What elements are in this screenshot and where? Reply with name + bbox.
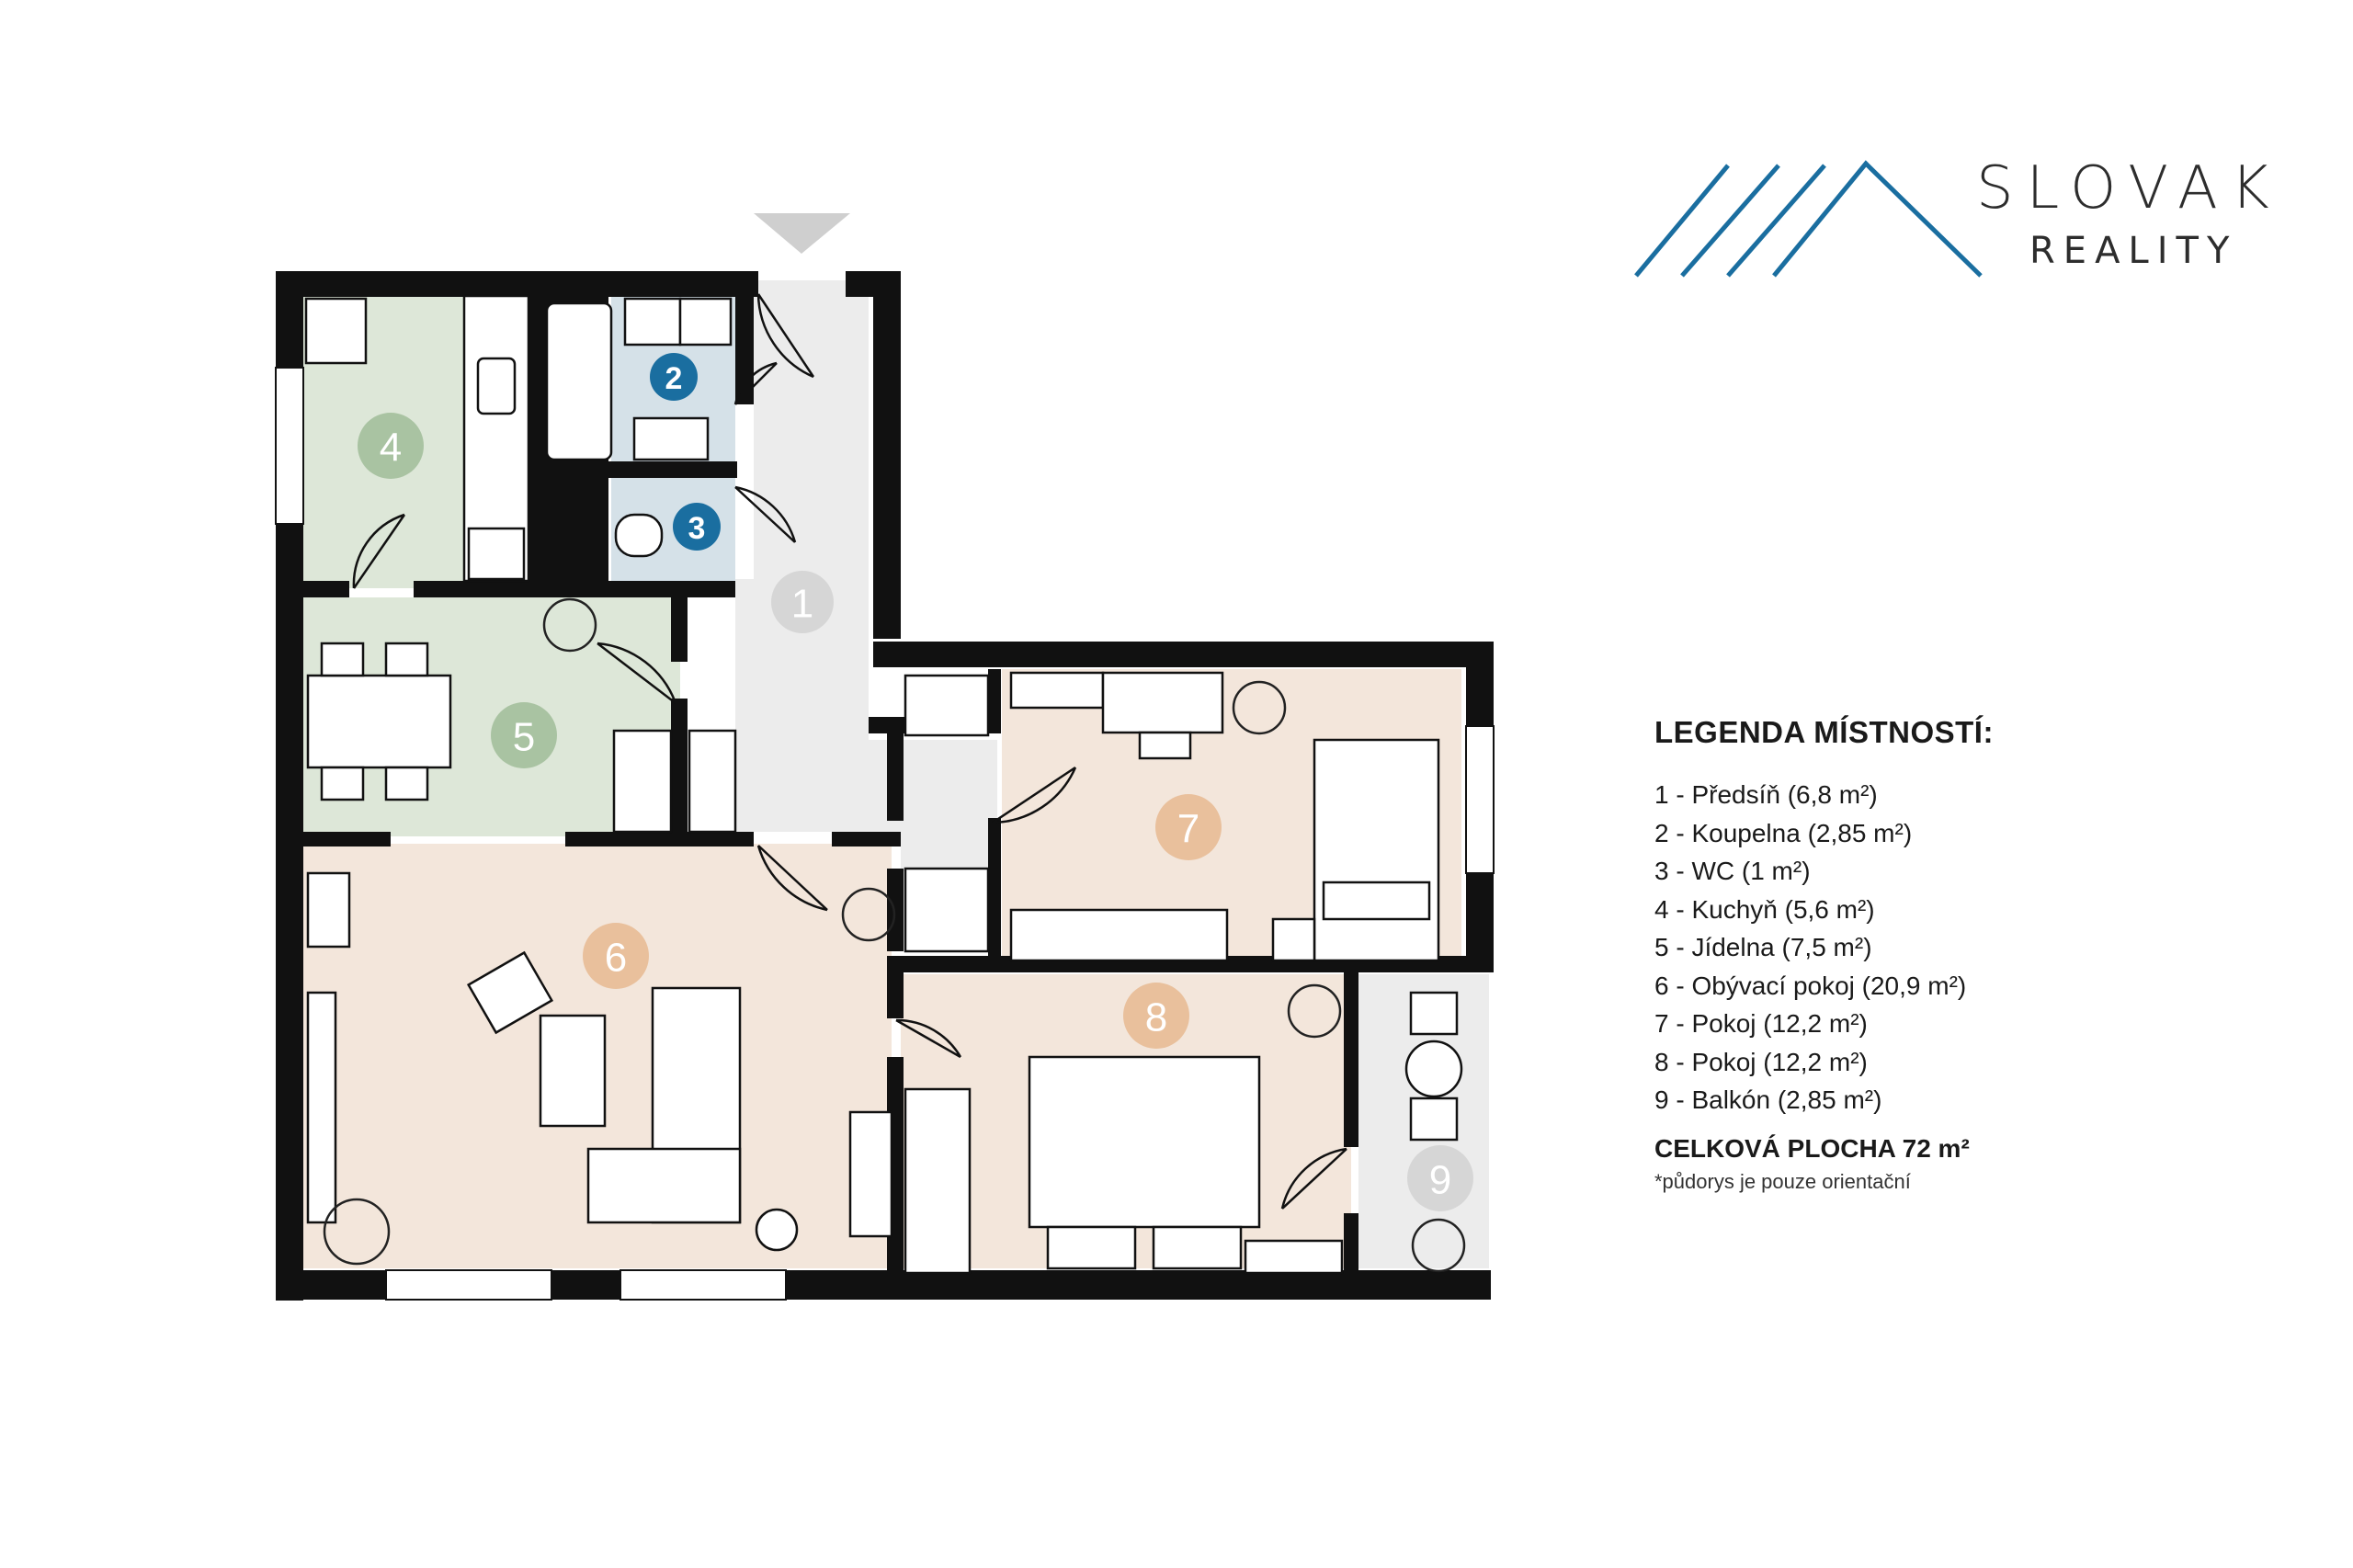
plant-icon [323,1198,391,1266]
legend-total-area: CELKOVÁ PLOCHA 72 m² [1654,1133,1970,1163]
logo-name-line1: SLOVAK [1976,154,2282,222]
legend-note: *půdorys je pouze orientační [1654,1169,1911,1193]
legend: LEGENDA MÍSTNOSTÍ: 1 - Předsíň (6,8 m²) … [1654,715,2298,1197]
legend-item: 5 - Jídelna (7,5 m²) [1654,933,1872,961]
plant-icon [1232,680,1287,735]
plant-icon [542,597,597,653]
entrance-arrow-icon [754,213,850,254]
fan-icon [755,1208,799,1252]
room-number-2: 2 [665,361,683,396]
plants [323,597,1466,1273]
room-number-8: 8 [1145,995,1167,1040]
room-1-fill [680,280,997,871]
room-number-1: 1 [791,582,813,627]
room-number-3: 3 [688,511,706,546]
room-badge-7 [1155,794,1222,860]
logo-mark-icon [1634,160,1983,278]
room-badge-2 [650,353,698,401]
furniture [304,294,1463,1275]
room-badge-5 [491,702,557,768]
legend-item: 7 - Pokoj (12,2 m²) [1654,1009,1868,1038]
room-number-9: 9 [1429,1158,1451,1203]
sink-icon [476,357,517,415]
room-badge-1 [771,571,834,633]
plant-icon [841,887,896,942]
legend-item: 1 - Předsíň (6,8 m²) [1654,780,1878,809]
table-icon [306,674,452,769]
stove-icon [467,527,526,581]
room-number-4: 4 [380,426,402,471]
legend-item: 8 - Pokoj (12,2 m²) [1654,1047,1868,1076]
bathtub-icon [545,301,613,461]
room-number-7: 7 [1177,807,1199,852]
windows [275,367,1495,1301]
room-number-6: 6 [605,936,627,981]
room-badge-9 [1407,1145,1473,1211]
room-number-5: 5 [513,715,535,760]
room-badge-8 [1123,983,1189,1049]
room-badge-6 [583,923,649,989]
legend-item: 3 - WC (1 m²) [1654,857,1811,885]
bed-icon [1313,738,1440,962]
legend-title: LEGENDA MÍSTNOSTÍ: [1654,715,1994,749]
legend-item: 2 - Koupelna (2,85 m²) [1654,818,1913,847]
logo-name-line2: REALITY [2029,230,2237,272]
logo: SLOVAK REALITY [1634,154,2282,278]
doors [352,293,1347,1210]
legend-item: 9 - Balkón (2,85 m²) [1654,1085,1882,1114]
plant-icon [1287,983,1342,1039]
room-badges: 1 2 3 4 5 6 7 8 9 [358,353,1473,1211]
legend-item: 6 - Obývací pokoj (20,9 m²) [1654,971,1967,1000]
toilet-icon [614,513,664,558]
plant-icon [1411,1218,1466,1273]
legend-item: 4 - Kuchyň (5,6 m²) [1654,894,1875,924]
room-badge-4 [358,413,424,479]
room-badge-3 [673,503,721,551]
